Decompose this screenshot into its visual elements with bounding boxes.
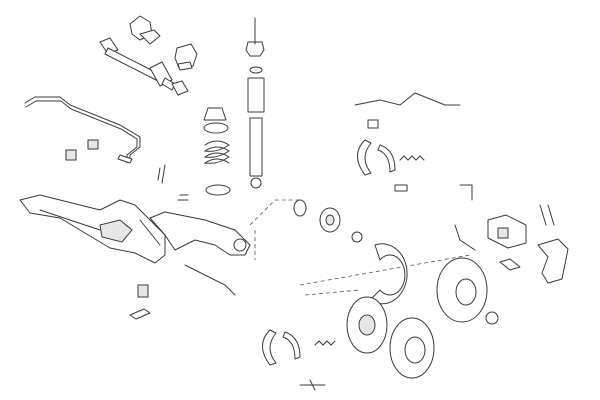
coil-spring	[203, 107, 231, 196]
brake-hose	[299, 92, 476, 391]
brake-shoes	[262, 139, 396, 366]
control-arm	[149, 194, 251, 256]
brake-drum	[389, 317, 435, 379]
wheel-hub	[293, 199, 363, 243]
return-spring	[314, 155, 425, 346]
cv-boot	[129, 15, 198, 71]
drive-shaft	[99, 37, 189, 96]
shock-absorber	[245, 17, 265, 189]
assembly-guide-lines	[249, 199, 471, 296]
backing-plate	[346, 243, 408, 354]
stabilizer-bar	[24, 96, 166, 184]
axle-beam	[19, 194, 236, 320]
caliper-bracket	[537, 238, 569, 284]
brake-caliper	[487, 204, 555, 271]
brake-disc	[436, 257, 499, 325]
